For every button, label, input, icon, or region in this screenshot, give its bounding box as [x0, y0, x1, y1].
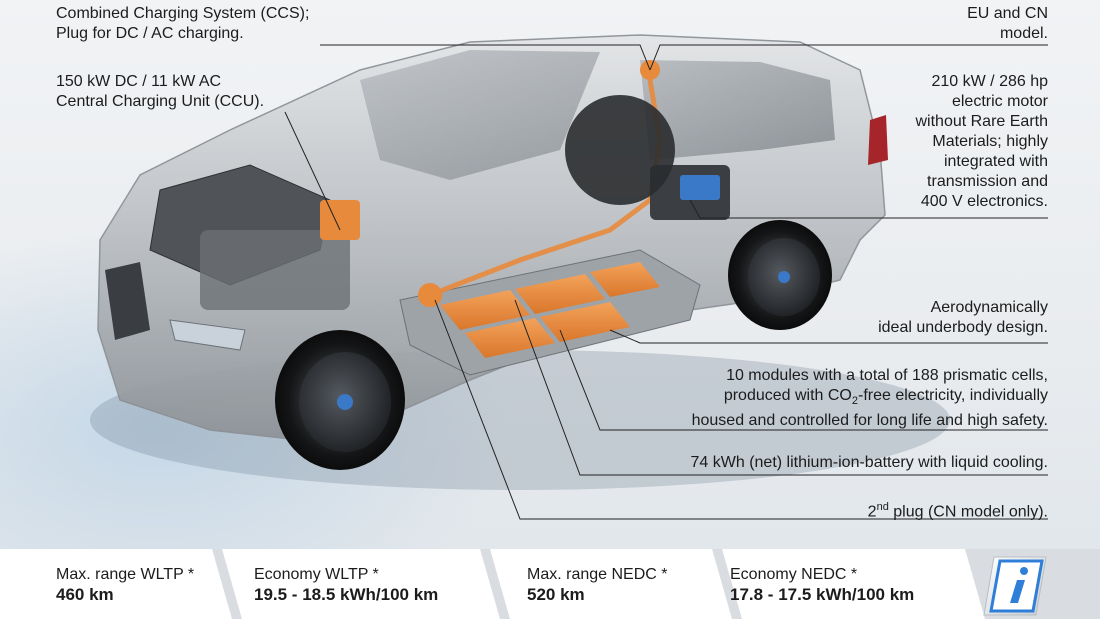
battery-annotation: 74 kWh (net) lithium-ion-battery with li… — [691, 453, 1048, 473]
plug2-sup: nd — [876, 501, 889, 513]
ccu-line-2: Central Charging Unit (CCU). — [56, 93, 265, 110]
leader-lines — [284, 44, 1048, 520]
motor-line-5: integrated with — [943, 153, 1048, 170]
rear-wheel-inner — [565, 95, 675, 205]
windshield — [360, 50, 600, 180]
aero-annotation: Aerodynamically ideal underbody design. — [878, 298, 1048, 338]
ccu-annotation: 150 kW DC / 11 kW AC Central Charging Un… — [56, 72, 264, 112]
stat-value: 17.8 - 17.5 kWh/100 km — [730, 585, 915, 604]
bmw-i-logo-icon — [983, 556, 1047, 616]
eu-line-1: EU and CN — [967, 5, 1048, 22]
rear-window — [640, 60, 835, 160]
motor-line-3: without Rare Earth — [915, 113, 1048, 130]
modules-line-2-pre: produced with CO — [723, 387, 852, 404]
stat-label: Max. range NEDC * — [527, 566, 668, 583]
plug2-pre: 2 — [867, 503, 877, 521]
aero-line-2: ideal underbody design. — [878, 319, 1048, 336]
eu-cn-annotation: EU and CN model. — [967, 4, 1048, 44]
motor-line-4: Materials; highly — [932, 133, 1048, 150]
rear-wheel — [728, 220, 832, 330]
ccs-line-2: Plug for DC / AC charging. — [56, 25, 244, 42]
stat-label: Max. range WLTP * — [56, 566, 195, 583]
modules-line-2-post: -free electricity, individually — [858, 387, 1048, 404]
front-electronics — [200, 230, 350, 310]
modules-line-1: 10 modules with a total of 188 prismatic… — [726, 367, 1048, 384]
ccs-line-1: Combined Charging System (CCS); — [56, 5, 310, 22]
plug2-line: 2nd plug (CN model only). — [868, 497, 1048, 522]
battery-line: 74 kWh (net) lithium-ion-battery with li… — [690, 454, 1048, 471]
motor-line-7: 400 V electronics. — [920, 193, 1048, 210]
stat-value: 460 km — [56, 585, 114, 604]
modules-line-3: housed and controlled for long life and … — [691, 412, 1048, 430]
motor-line-1: 210 kW / 286 hp — [931, 73, 1048, 90]
motor-line-6: transmission and — [927, 173, 1048, 190]
ccu-line-1: 150 kW DC / 11 kW AC — [56, 73, 222, 90]
stat-nedc-economy: Economy NEDC * 17.8 - 17.5 kWh/100 km — [730, 565, 914, 605]
car-illustration — [90, 34, 1048, 520]
motor-line-2: electric motor — [951, 93, 1048, 110]
second-plug — [418, 283, 442, 307]
motor-annotation: 210 kW / 286 hp electric motor without R… — [915, 72, 1048, 212]
modules-line-2-sub: 2 — [851, 395, 858, 408]
kidney-grille — [105, 262, 150, 340]
stats-bar — [0, 549, 1100, 619]
stat-value: 19.5 - 18.5 kWh/100 km — [254, 585, 439, 604]
stat-value: 520 km — [527, 585, 585, 604]
stat-nedc-range: Max. range NEDC * 520 km — [527, 565, 668, 605]
aero-line-1: Aerodynamically — [930, 299, 1048, 316]
rear-electronics — [680, 175, 720, 200]
modules-annotation: 10 modules with a total of 188 prismatic… — [692, 366, 1048, 431]
stats-bar-bg — [0, 549, 1100, 619]
stat-label: Economy NEDC * — [730, 566, 858, 583]
ccs-annotation: Combined Charging System (CCS); Plug for… — [56, 4, 309, 44]
battery-modules — [440, 262, 660, 358]
stat-label: Economy WLTP * — [254, 566, 379, 583]
modules-line-2: produced with CO2-free electricity, indi… — [692, 386, 1048, 411]
front-wheel — [275, 330, 405, 470]
plug2-post: plug (CN model only). — [888, 503, 1048, 521]
stat-wltp-economy: Economy WLTP * 19.5 - 18.5 kWh/100 km — [254, 565, 438, 605]
stat-wltp-range: Max. range WLTP * 460 km — [56, 565, 194, 605]
eu-line-2: model. — [999, 25, 1048, 42]
headlight — [169, 319, 246, 351]
plug2-annotation: 2nd plug (CN model only). — [868, 497, 1048, 522]
ccu-unit — [320, 200, 360, 240]
taillight — [868, 115, 888, 165]
